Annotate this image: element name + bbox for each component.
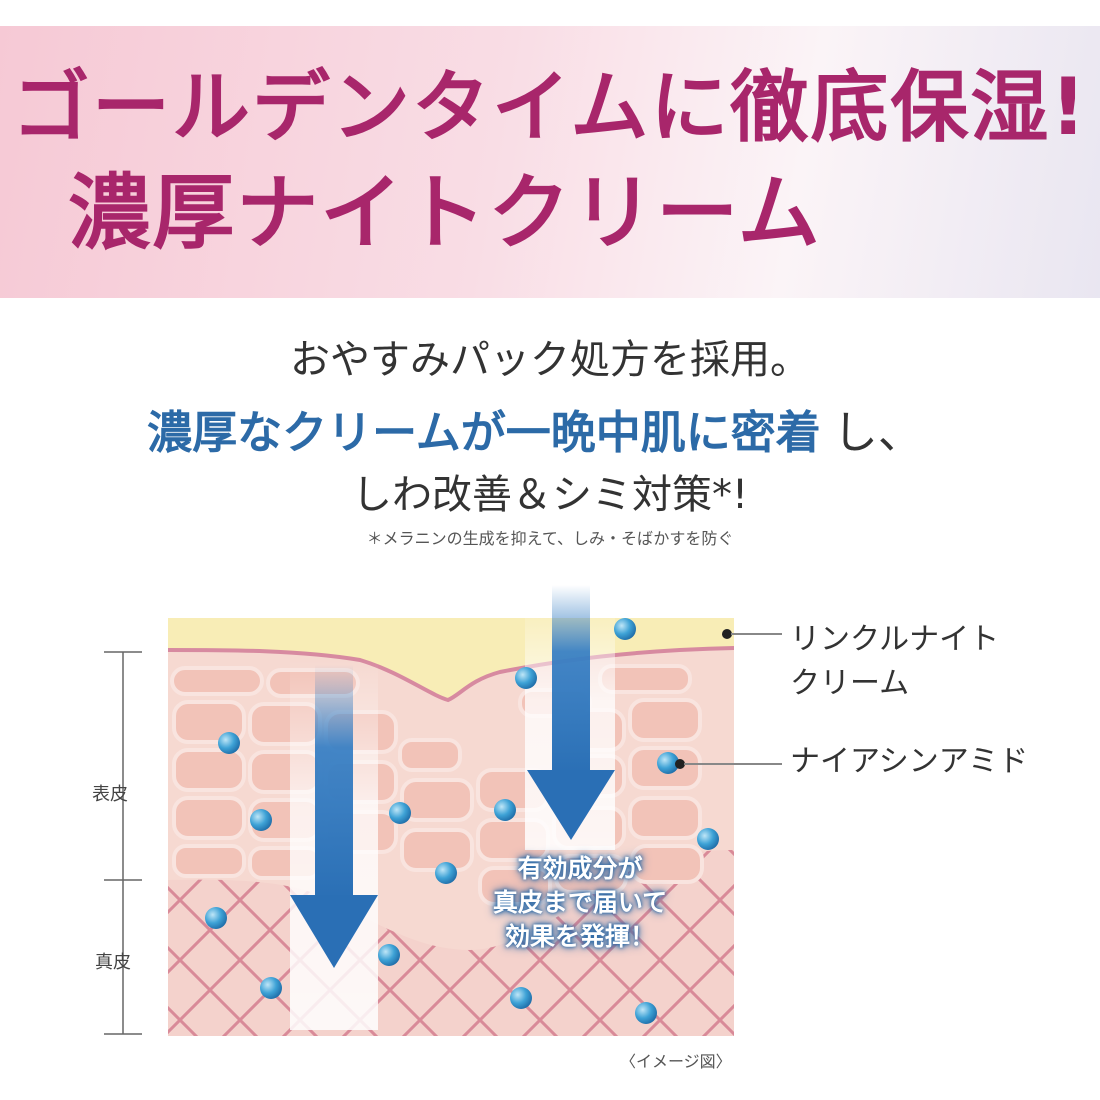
headline-line-1: ゴールデンタイムに徹底保湿! bbox=[11, 63, 1088, 153]
footnote: ＊メラニンの生成を抑えて、しみ・そばかすを防ぐ bbox=[366, 529, 734, 548]
niacinamide-particles bbox=[205, 618, 719, 1024]
copy-highlight: 濃厚なクリームが一晩中肌に密着 bbox=[147, 406, 821, 459]
callout-cream: リンクルナイト クリーム bbox=[790, 622, 1000, 701]
copy-line-2: 濃厚なクリームが一晩中肌に密着し、 bbox=[0, 405, 1085, 461]
label-dermis: 真皮 bbox=[95, 952, 131, 973]
penetration-arrow-right bbox=[527, 585, 615, 840]
copy-line-3: しわ改善＆シミ対策*! bbox=[351, 472, 749, 518]
copy-line-2-tail: し、 bbox=[832, 406, 923, 459]
layer-scale bbox=[104, 651, 142, 1035]
headline-line-2: 濃厚ナイトクリーム bbox=[68, 166, 822, 261]
headline-banner bbox=[0, 26, 1100, 298]
label-epidermis: 表皮 bbox=[92, 784, 128, 805]
penetration-arrow-left bbox=[290, 665, 378, 968]
cream-callout-leader bbox=[722, 629, 782, 639]
niacinamide-callout-leader bbox=[675, 759, 782, 769]
effect-text: 有効成分が 真皮まで届いて 効果を発揮！ bbox=[492, 854, 668, 951]
callout-niacinamide: ナイアシンアミド bbox=[790, 744, 1029, 779]
image-note: 〈イメージ図〉 bbox=[620, 1052, 732, 1071]
copy-line-1: おやすみパック処方を採用。 bbox=[290, 337, 810, 383]
